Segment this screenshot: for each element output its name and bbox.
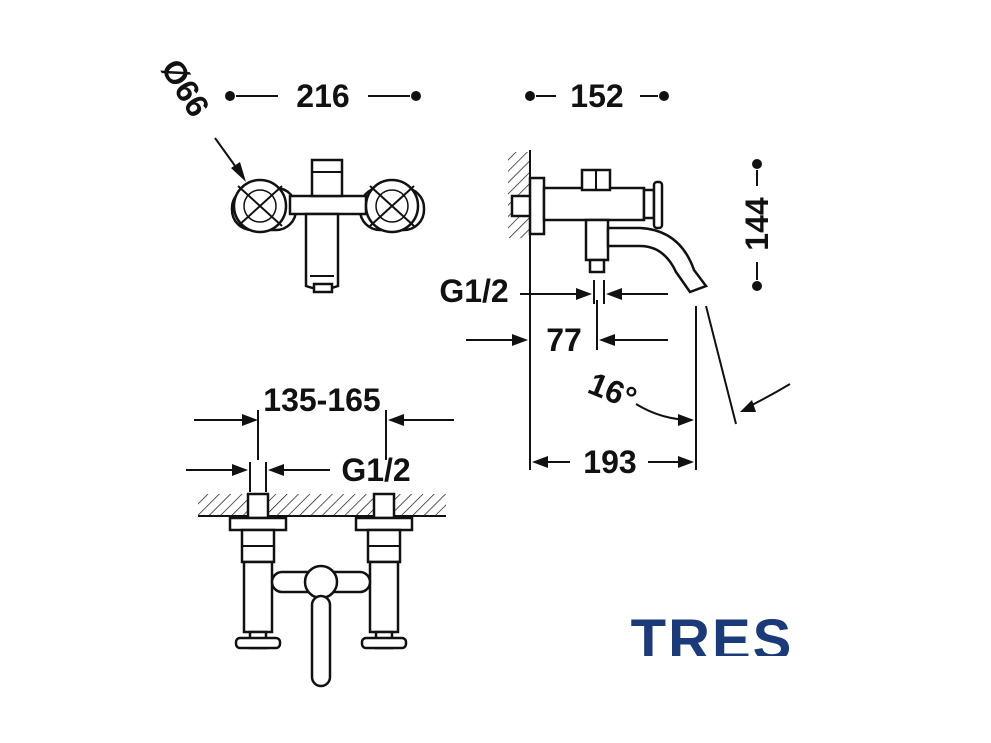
dim-thread-bottom: G1/2 [186,452,411,492]
dim-77: 77 [466,240,668,470]
front-left-handle [232,178,288,234]
angle-label: 16° [583,365,641,417]
front-view: 216 Ø66 [154,53,426,294]
dim-193-label: 193 [583,444,636,480]
front-right-handle [364,178,420,234]
dim-diameter: Ø66 [154,53,246,182]
diameter-label: Ø66 [154,53,217,123]
thread-bottom-label: G1/2 [341,452,410,488]
dim-77-label: 77 [546,322,582,358]
dim-152: 152 [525,78,669,114]
top-view: 135-165 G1/2 [186,382,454,688]
dim-152-label: 152 [570,78,623,114]
dim-193: 193 [532,444,694,480]
dim-144: 144 [739,159,775,291]
dim-centers: 135-165 [194,382,454,460]
wall-hatch-top [198,494,446,516]
tres-logo: TRES [628,608,798,673]
dim-thread-side: G1/2 [439,273,668,309]
thread-side-label: G1/2 [439,273,508,309]
dim-216: 216 [225,78,421,114]
dim-216-label: 216 [296,78,349,114]
centers-label: 135-165 [263,382,380,418]
dim-144-label: 144 [739,197,775,251]
side-view: 152 144 G1/2 [439,78,791,480]
